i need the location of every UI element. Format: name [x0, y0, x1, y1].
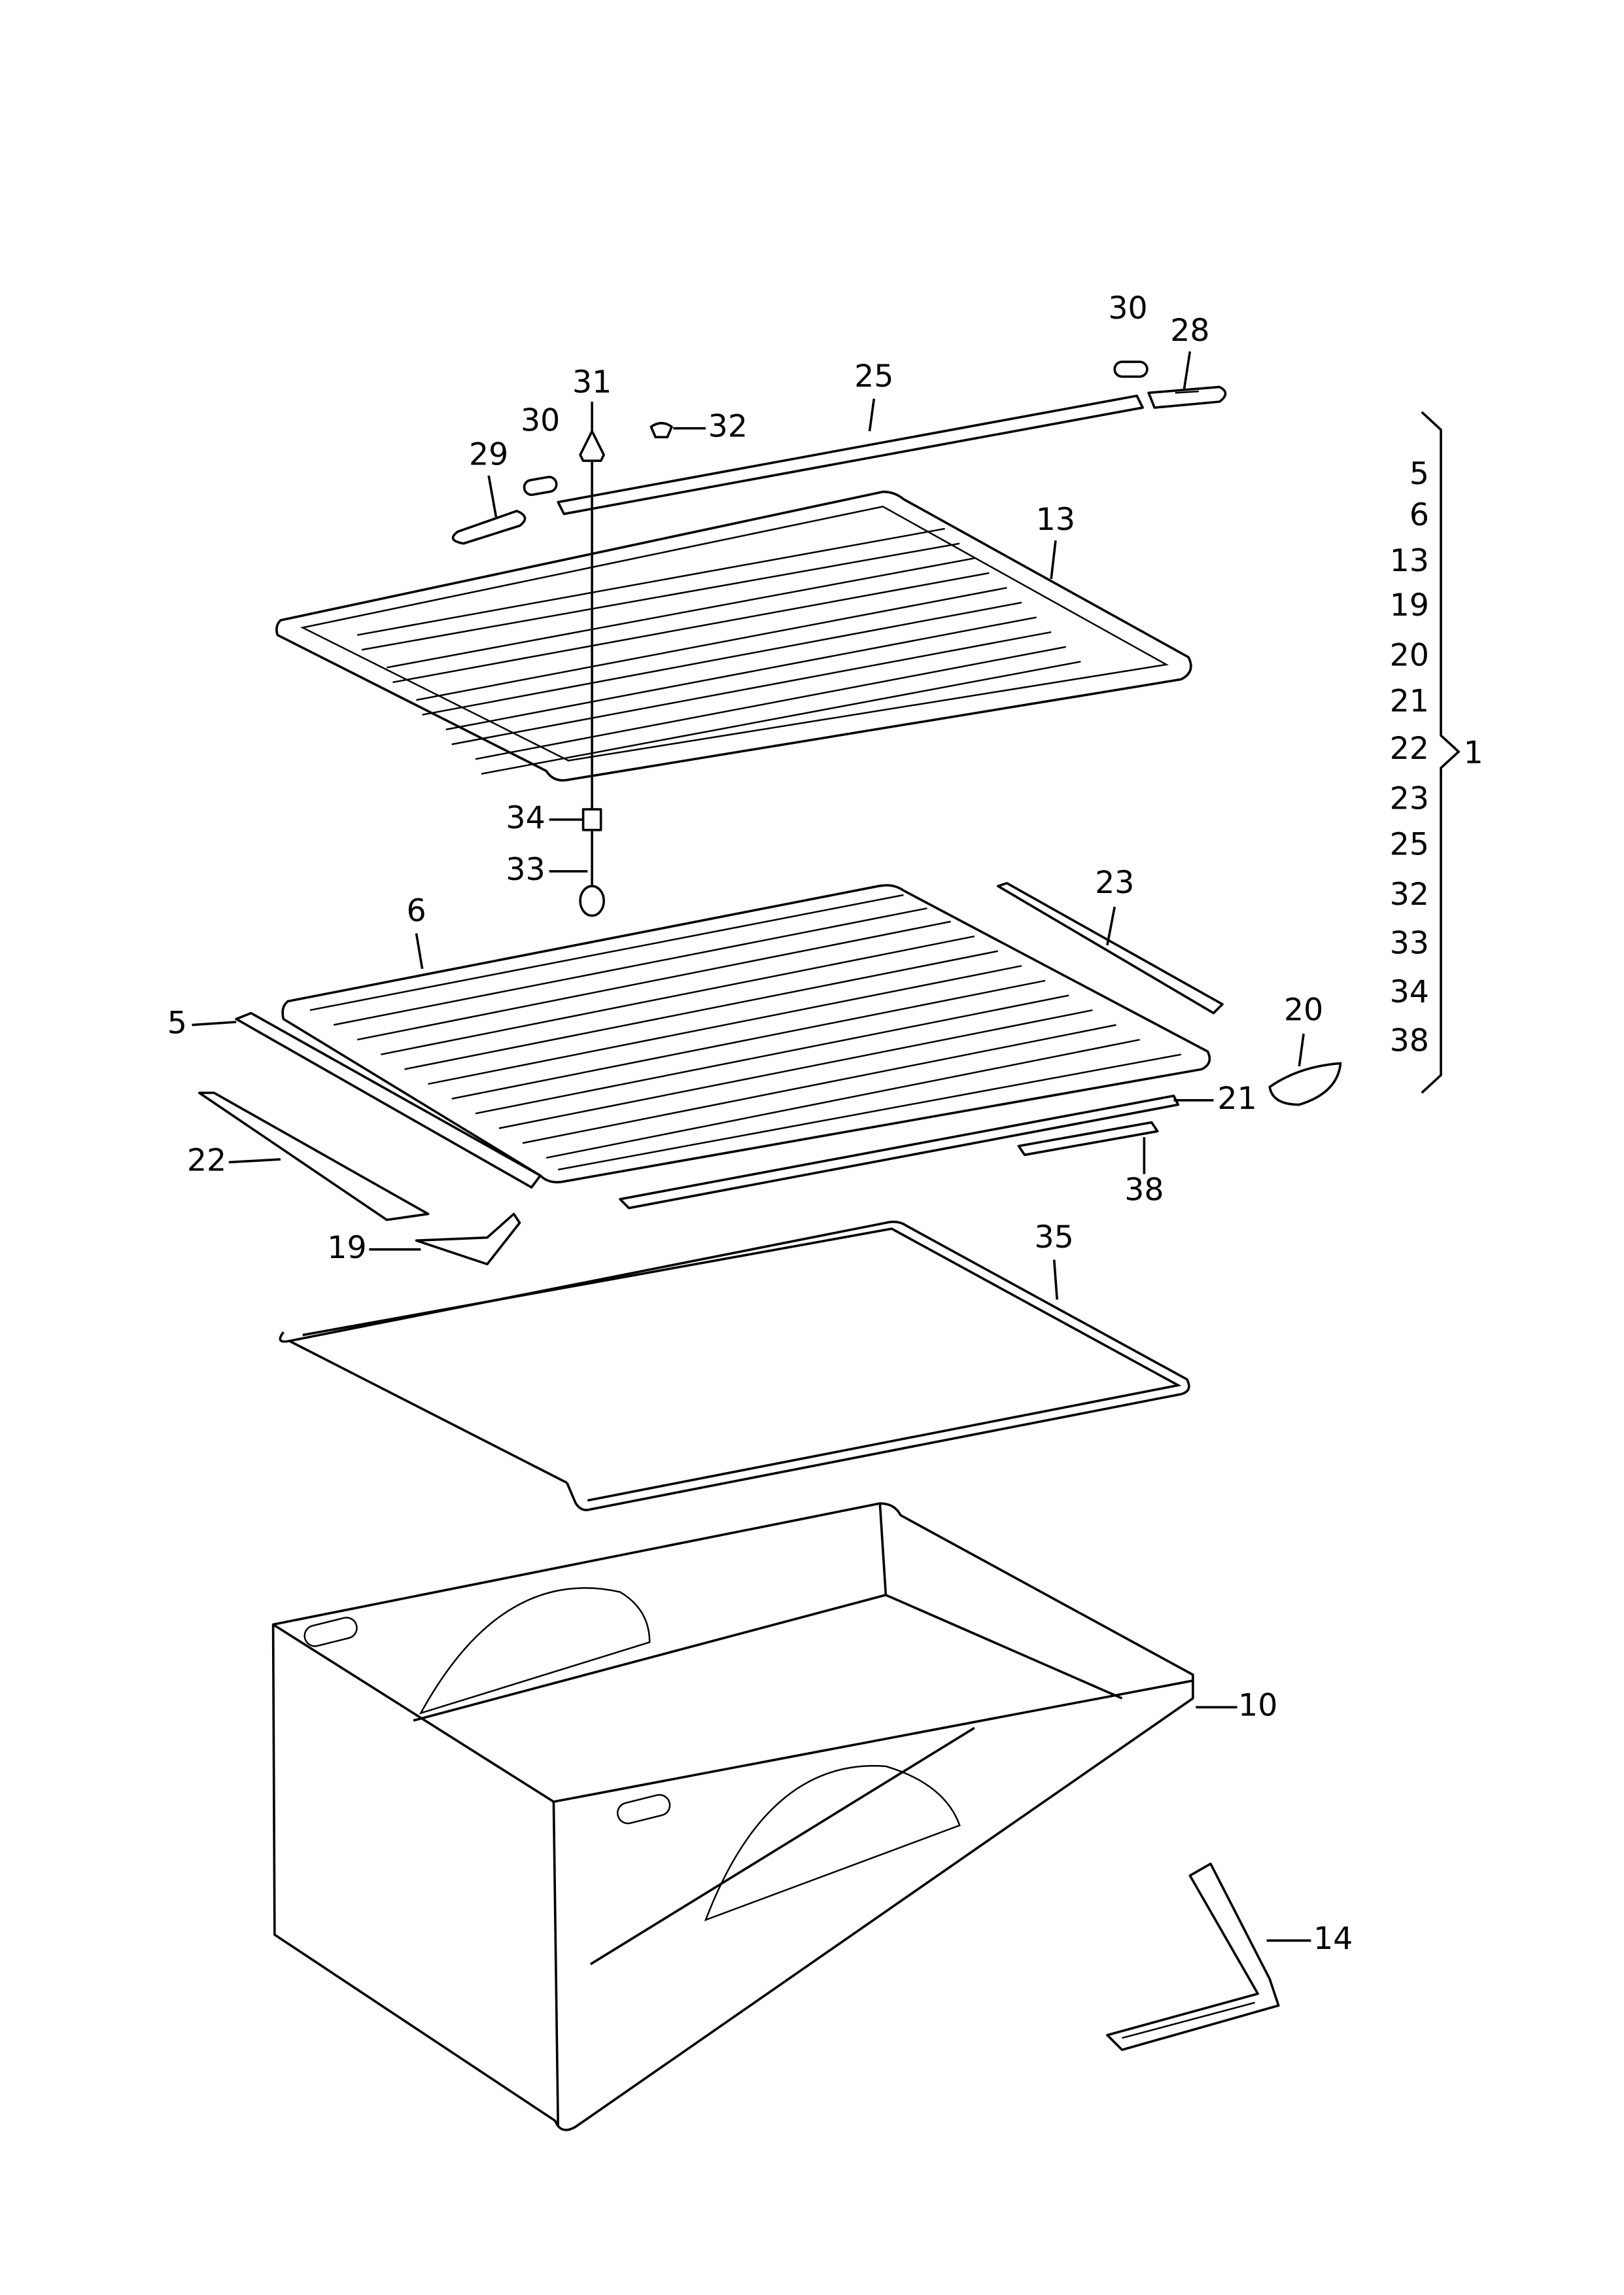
- callout-30-left: 30: [521, 403, 560, 439]
- callout-31: 31: [572, 364, 612, 400]
- group-parent-label: 1: [1464, 735, 1483, 771]
- group-item: 23: [1390, 781, 1429, 817]
- callout-5: 5: [167, 1006, 187, 1042]
- group-item: 34: [1390, 974, 1429, 1010]
- callout-35: 35: [1035, 1219, 1074, 1255]
- callout-32: 32: [708, 409, 748, 445]
- callout-labels: 30 28 25 31 30 32 29 13 34 33 6 23 20 5 …: [167, 290, 1353, 1957]
- part-29-end-cap: [451, 510, 527, 545]
- part-30-clip-left: [523, 476, 558, 497]
- part-21-trim-strip: [619, 1095, 1180, 1210]
- part-13-shelf: [275, 490, 1192, 782]
- part-20-end-cap: [1268, 1062, 1342, 1106]
- group-item: 22: [1390, 731, 1429, 767]
- part-6-floor-panel: [281, 884, 1211, 1183]
- callout-34: 34: [506, 800, 545, 836]
- callout-38: 38: [1124, 1172, 1164, 1208]
- callout-23: 23: [1095, 865, 1134, 901]
- callout-28: 28: [1170, 313, 1209, 349]
- group-item: 19: [1390, 587, 1429, 623]
- group-item: 13: [1390, 543, 1429, 579]
- assembly-group-list: 5 6 13 19 20 21 22 23 25 32 33 34 38 1: [1390, 411, 1483, 1094]
- part-35-frame: [279, 1220, 1190, 1511]
- callout-33: 33: [506, 852, 545, 888]
- part-34-sleeve: [581, 808, 602, 832]
- callout-10: 10: [1238, 1688, 1277, 1724]
- callout-6: 6: [406, 893, 426, 929]
- part-33-eyelet: [579, 830, 606, 917]
- group-item: 6: [1409, 497, 1429, 533]
- part-38-trim-strip: [1017, 1121, 1159, 1157]
- group-item: 25: [1390, 826, 1429, 862]
- callout-22: 22: [187, 1143, 226, 1179]
- callout-19: 19: [327, 1230, 366, 1266]
- callout-21: 21: [1217, 1081, 1256, 1117]
- part-19-corner-cap: [415, 1212, 521, 1266]
- group-item: 5: [1409, 456, 1429, 492]
- part-32-plug: [649, 421, 673, 438]
- group-brace: [1421, 411, 1460, 1094]
- callout-20: 20: [1284, 992, 1323, 1028]
- part-25-rail: [557, 394, 1144, 516]
- callout-13: 13: [1036, 502, 1075, 538]
- part-14-bracket: [1106, 1863, 1280, 2052]
- part-10-storage-box: [271, 1502, 1194, 2131]
- group-item: 21: [1390, 684, 1429, 720]
- callout-14: 14: [1313, 1921, 1353, 1957]
- part-5-trim-strip: [235, 1011, 542, 1189]
- group-item: 33: [1390, 926, 1429, 962]
- callout-29: 29: [469, 437, 508, 473]
- callout-30-top: 30: [1108, 290, 1147, 326]
- group-item: 32: [1390, 877, 1429, 913]
- group-item: 38: [1390, 1023, 1429, 1059]
- callout-25: 25: [854, 359, 893, 394]
- part-30-clip-top: [1113, 360, 1149, 378]
- part-23-trim-strip: [997, 882, 1224, 1015]
- part-28-end-cap: [1147, 385, 1227, 409]
- part-31-clip: [579, 430, 606, 463]
- leader-lines: [192, 351, 1311, 1942]
- group-item: 20: [1390, 638, 1429, 674]
- part-22-trim-strip: [198, 1091, 430, 1221]
